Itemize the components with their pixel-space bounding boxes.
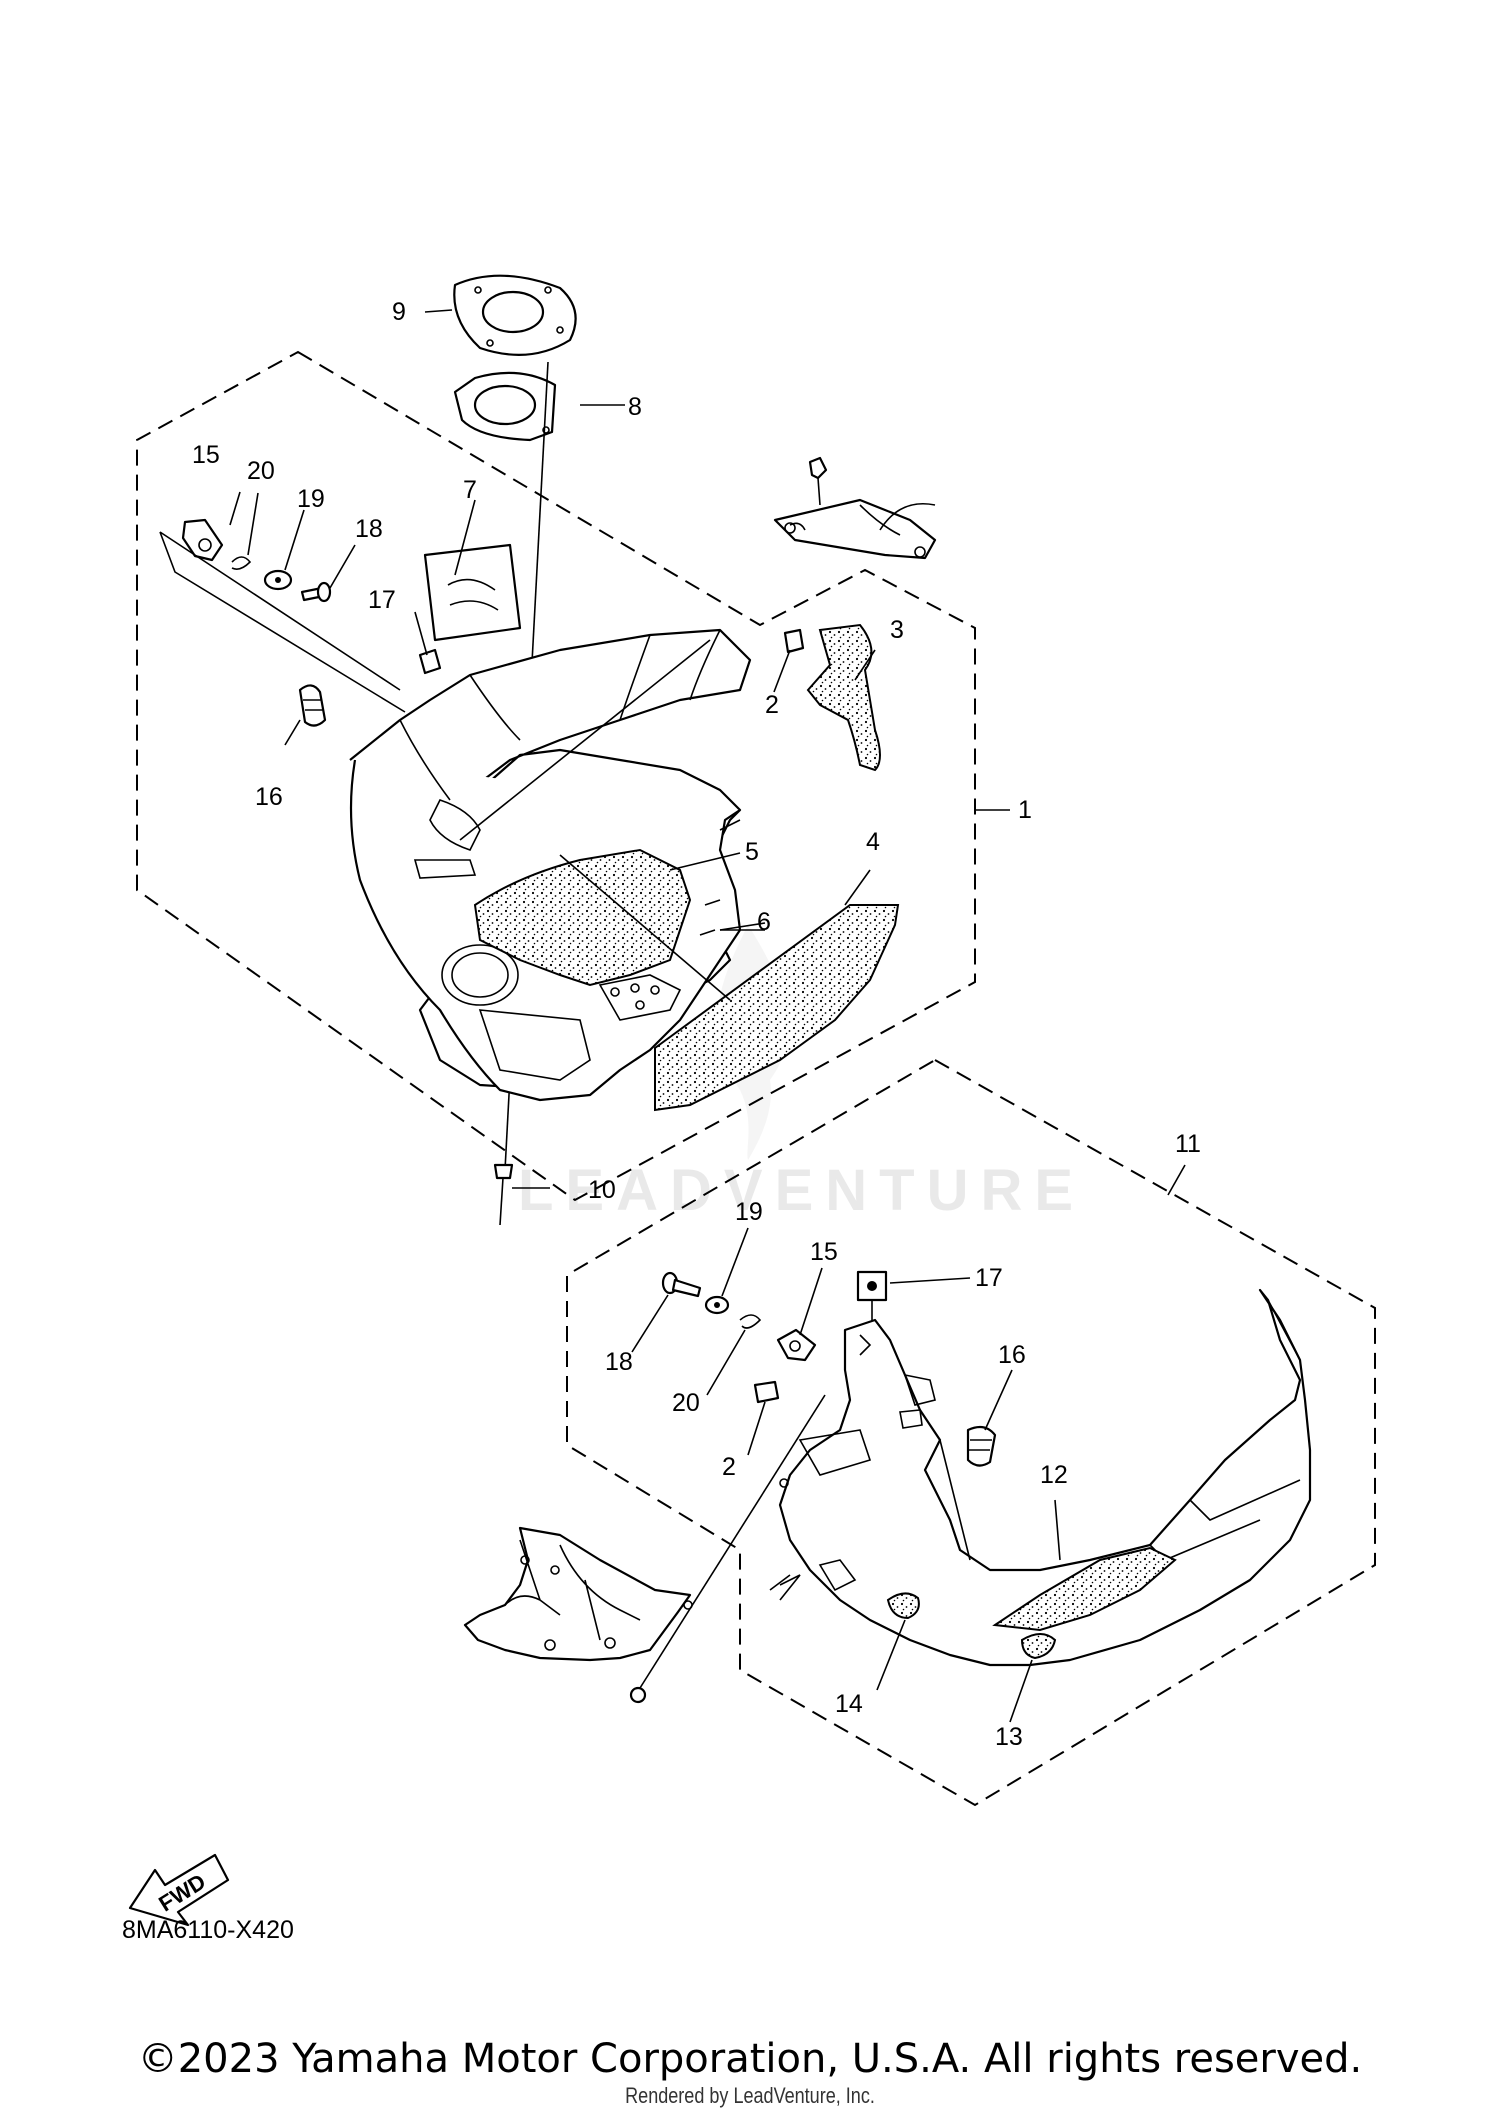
part-18-screw-upper bbox=[300, 581, 332, 603]
part-11-lower-cover bbox=[769, 1288, 1312, 1667]
callout-19-lower: 19 bbox=[735, 1198, 763, 1226]
part-20-spring-upper bbox=[231, 556, 252, 570]
part-18-screw-lower bbox=[661, 1271, 702, 1298]
part-2-clip-lower bbox=[753, 1380, 780, 1404]
part-10-rivet bbox=[493, 1163, 550, 1226]
upper-group-boundary bbox=[136, 350, 976, 1202]
part-13-foam bbox=[1020, 1633, 1057, 1660]
callout-7: 7 bbox=[463, 476, 477, 504]
part-5-foam bbox=[473, 848, 692, 987]
callout-16-lower: 16 bbox=[998, 1341, 1026, 1369]
part-2-clip-upper bbox=[783, 628, 805, 654]
rear-bracket bbox=[463, 1526, 693, 1662]
upper-bracket bbox=[773, 456, 937, 560]
part-20-spring-lower bbox=[739, 1314, 762, 1329]
upper-assembly bbox=[136, 274, 1010, 1226]
callout-18-lower: 18 bbox=[605, 1348, 633, 1376]
part-16-fastener-upper bbox=[298, 684, 327, 727]
callout-15: 15 bbox=[192, 441, 220, 469]
callout-20: 20 bbox=[247, 457, 275, 485]
callout-13: 13 bbox=[995, 1723, 1023, 1751]
callout-12: 12 bbox=[1040, 1461, 1068, 1489]
callout-8: 8 bbox=[628, 393, 642, 421]
callout-4: 4 bbox=[866, 828, 880, 856]
part-9-gasket bbox=[453, 274, 577, 356]
callout-1: 1 bbox=[1018, 796, 1032, 824]
small-bolt bbox=[629, 1686, 647, 1704]
callout-18: 18 bbox=[355, 515, 383, 543]
callout-20-lower: 20 bbox=[672, 1389, 700, 1417]
part-15-clip-lower bbox=[776, 1328, 817, 1362]
callout-14: 14 bbox=[835, 1690, 863, 1718]
callout-9: 9 bbox=[392, 298, 406, 326]
part-19-washer-lower bbox=[704, 1295, 730, 1315]
part-4-foam bbox=[654, 904, 900, 1112]
callout-17: 17 bbox=[368, 586, 396, 614]
watermark-text: LEADVENTURE bbox=[518, 1158, 1085, 1223]
part-12-foam bbox=[992, 1546, 1177, 1632]
copyright-notice: ©2023 Yamaha Motor Corporation, U.S.A. A… bbox=[137, 2036, 1363, 2082]
part-16-fastener-lower bbox=[966, 1425, 997, 1467]
callout-19: 19 bbox=[297, 485, 325, 513]
rendered-by-credit: Rendered by LeadVenture, Inc. bbox=[625, 2083, 875, 2108]
part-14-foam bbox=[886, 1592, 920, 1620]
part-3-foam bbox=[806, 623, 881, 772]
part-17-nut-lower bbox=[856, 1270, 888, 1302]
part-17-nut-upper bbox=[418, 648, 442, 675]
lower-group-boundary bbox=[566, 1058, 1376, 1807]
part-8-bracket bbox=[453, 371, 557, 442]
callout-10: 10 bbox=[588, 1176, 616, 1204]
callout-2-lower: 2 bbox=[722, 1453, 736, 1481]
part-7-label bbox=[423, 543, 522, 642]
callout-15-lower: 15 bbox=[810, 1238, 838, 1266]
fwd-arrow-icon: FWD bbox=[128, 1853, 230, 1927]
callout-16: 16 bbox=[255, 783, 283, 811]
callout-11: 11 bbox=[1175, 1130, 1201, 1158]
callout-17-lower: 17 bbox=[975, 1264, 1003, 1292]
callout-5: 5 bbox=[745, 838, 759, 866]
part-19-washer-upper bbox=[263, 569, 293, 591]
lower-assembly bbox=[463, 1058, 1376, 1807]
callout-3: 3 bbox=[890, 616, 904, 644]
callout-6: 6 bbox=[757, 908, 771, 936]
part-15-clip-upper bbox=[181, 518, 224, 562]
diagram-code: 8MA6110-X420 bbox=[122, 1916, 294, 1944]
callout-2: 2 bbox=[765, 691, 779, 719]
